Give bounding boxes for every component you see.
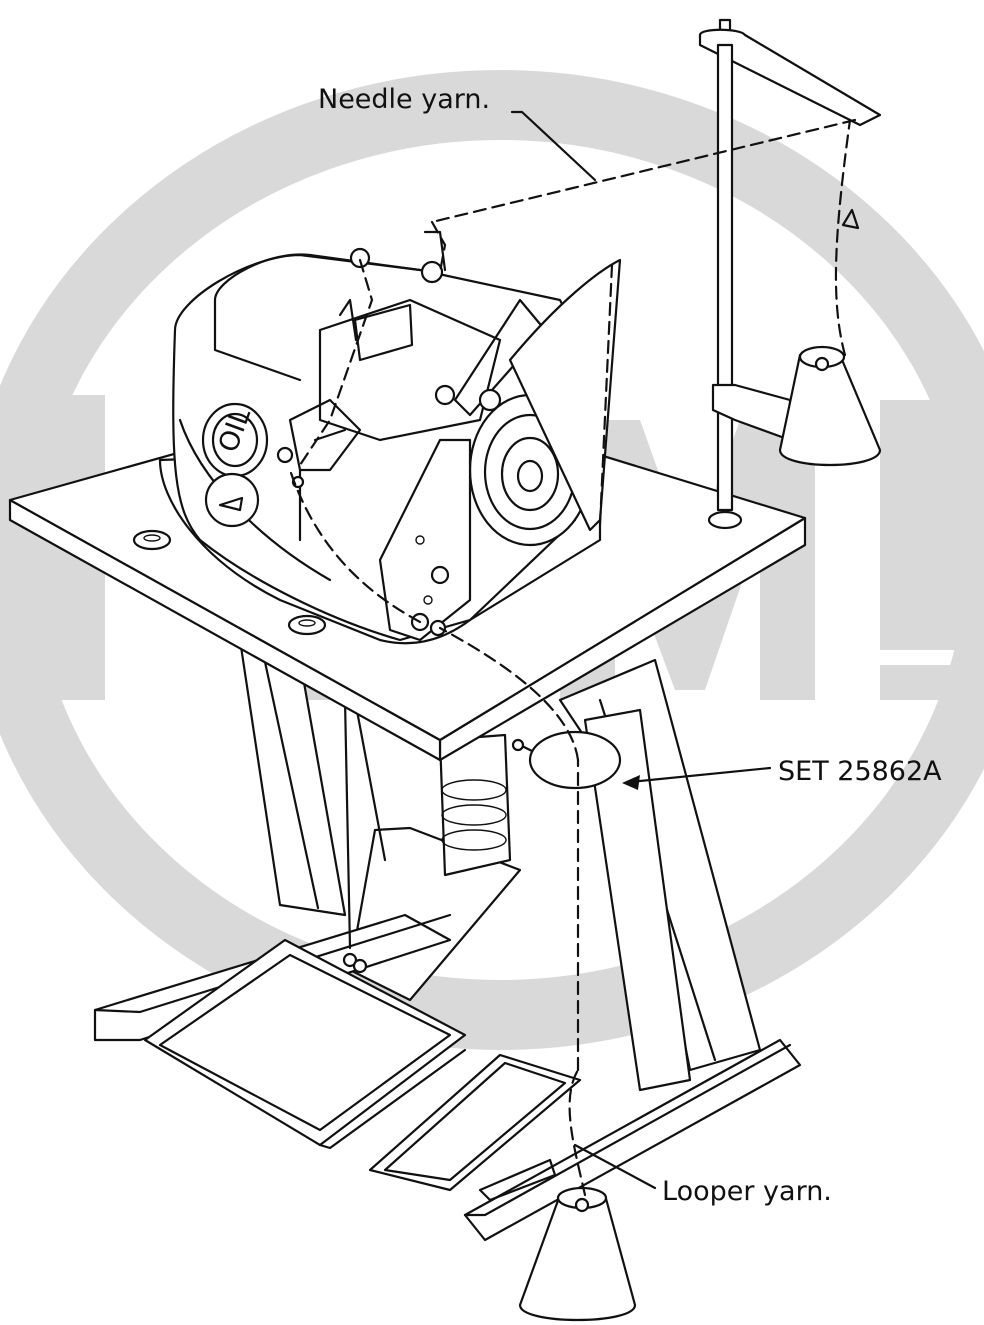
knee-pedal — [143, 938, 467, 1150]
oil-window: OIL — [201, 402, 269, 478]
needle-yarn-label: Needle yarn. — [318, 84, 490, 115]
looper-yarn-label: Looper yarn. — [662, 1176, 832, 1207]
motor — [438, 733, 512, 877]
thread-stand — [698, 18, 882, 530]
table-plug-front — [287, 614, 327, 636]
belt-guard — [508, 258, 622, 532]
set-number-label: SET 25862A — [778, 756, 942, 787]
set-25862a-part — [511, 730, 622, 790]
looper-yarn-cone — [518, 1186, 637, 1322]
stand-frame — [93, 638, 802, 1242]
set-number-callout: SET 25862A — [622, 756, 942, 790]
overlock-machine-head: OIL — [158, 230, 602, 645]
needle-yarn-cone — [778, 345, 882, 467]
needle-yarn-callout: Needle yarn. — [318, 84, 597, 182]
looper-yarn-path — [288, 468, 587, 1197]
drain-window — [204, 472, 260, 528]
looper-yarn-callout: Looper yarn. — [573, 1143, 832, 1207]
needle-yarn-path — [298, 118, 860, 467]
table-plug-left — [132, 529, 172, 551]
foot-pedal — [368, 1053, 582, 1202]
